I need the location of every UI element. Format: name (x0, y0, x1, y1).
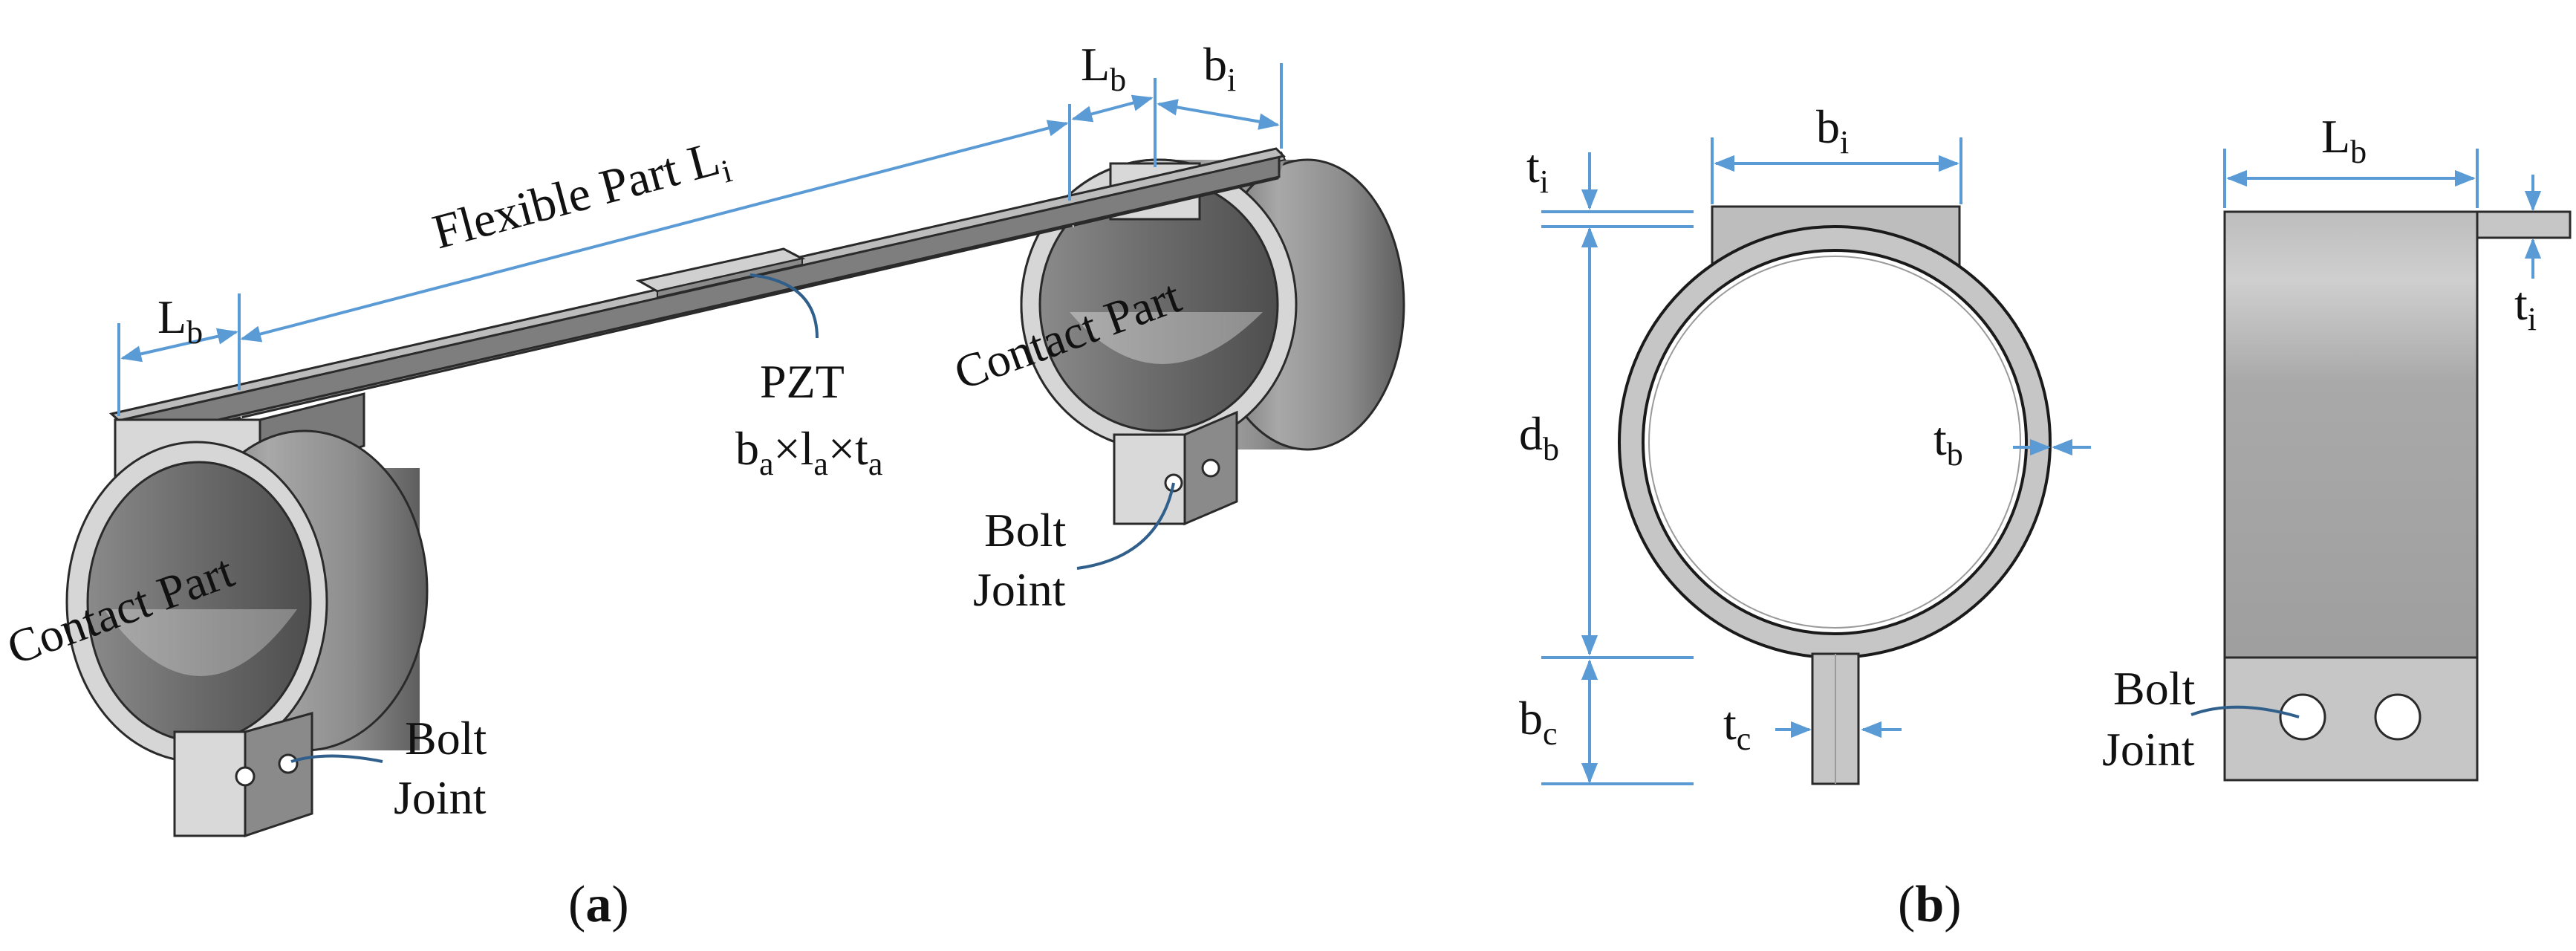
bolt-hole-icon (2374, 693, 2421, 741)
bolt-hole-icon (2279, 693, 2326, 741)
bolt-joint-left-line1: Bolt (405, 712, 487, 765)
flexible-part-label: Flexible Part Li (427, 129, 735, 266)
ti-label-b-side: ti (2514, 277, 2537, 337)
dimension-lines-b-front (1541, 137, 2091, 785)
pzt-dimension-label: ba×la×ta (735, 422, 882, 482)
pzt-label: PZT (760, 355, 845, 408)
right-contact-part (1020, 158, 1405, 526)
svg-text:Flexible Part Li: Flexible Part Li (427, 129, 735, 266)
bolt-joint-left-line2: Joint (394, 771, 487, 824)
bolt-joint-right-line2: Joint (973, 563, 1066, 616)
figure-b-side-view (2223, 210, 2572, 782)
left-contact-part (65, 392, 429, 838)
bolt-joint-b-line2: Joint (2102, 723, 2195, 776)
bolt-joint-right-line1: Bolt (984, 504, 1066, 556)
tc-label-b: tc (1723, 697, 1751, 757)
figure-a: Flexible Part Li Lb Lb bi PZT ba×la×ta C… (1, 38, 1405, 933)
bolt-hole-icon (278, 753, 299, 774)
dimension-lines-a (117, 63, 1283, 416)
bi-label-b: bi (1816, 100, 1849, 160)
bolt-joint-b-line1: Bolt (2113, 662, 2195, 715)
figure-b-front-view (1618, 205, 2052, 785)
dimension-lines-b-side (2223, 149, 2542, 279)
bolt-hole-icon (1201, 458, 1220, 478)
lb-left-label: Lb (157, 291, 203, 351)
lb-top-label: Lb (1081, 38, 1126, 98)
lb-label-b-side: Lb (2321, 110, 2367, 170)
bolt-hole-icon (235, 766, 256, 787)
caption-b: (b) (1898, 876, 1962, 933)
db-label-b: db (1519, 407, 1559, 467)
leader-line-b-side (2190, 705, 2300, 718)
bc-label-b: bc (1519, 692, 1558, 752)
tb-label-b: tb (1933, 412, 1963, 473)
ti-label-b: ti (1526, 140, 1549, 200)
leader-lines-a (290, 273, 1175, 763)
bi-top-label: bi (1203, 38, 1236, 98)
caption-a: (a) (568, 876, 629, 933)
